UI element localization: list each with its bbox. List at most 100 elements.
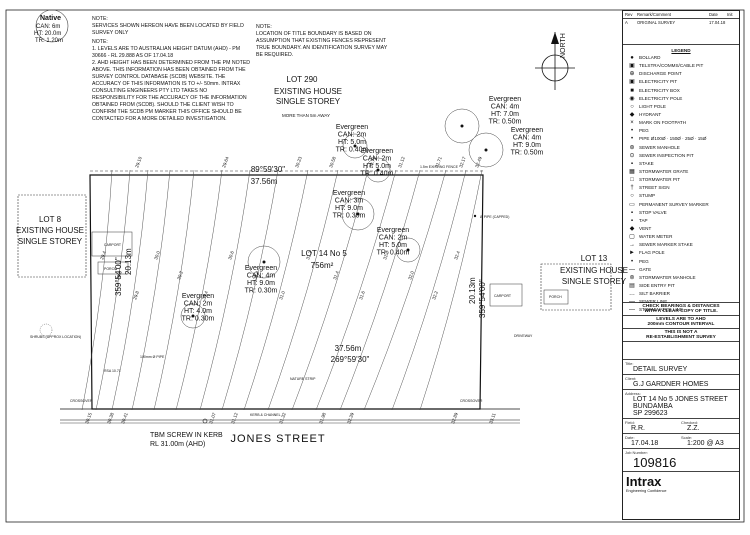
tree-label: TR: 0.40m — [361, 171, 394, 178]
native-tree-title: Native — [40, 15, 61, 22]
sheet-size: @ A3 — [706, 440, 724, 447]
staff-row: Field: R.R. Checked: Z.Z. — [623, 419, 739, 434]
kerb-label: KERB & CHANNEL — [250, 413, 281, 417]
tree-canopy — [395, 237, 421, 263]
telstra-pit-icon: ▣ — [629, 63, 635, 70]
lot13-carport: CARPORT — [494, 294, 512, 298]
legend-item: □STORMWATER PIT — [625, 176, 737, 184]
legend: LEGEND ●BOLLARD▣TELSTRA/COMMS/CABLE PIT⊕… — [623, 45, 739, 313]
hydrant-icon: ◆ — [629, 112, 635, 119]
legend-item: ◆ HYDRANT — [625, 111, 737, 119]
tree-label: Evergreen — [336, 124, 368, 131]
contour-lines: 29.429.629.830.030.230.430.630.831.031.2… — [81, 156, 497, 425]
company-logo: Intrax Engineering Confidence — [626, 474, 667, 493]
legend-label: GATE — [639, 266, 652, 272]
discharge-point-icon: ⊕ — [629, 71, 635, 78]
contour-line — [95, 169, 131, 411]
legend-item: ×MARK ON FOOTPATH — [625, 119, 737, 127]
left-distance: 20.13m — [124, 248, 133, 275]
capped-pipe-label: Ø PIPE (CAPPED) — [480, 215, 509, 219]
levels-note: NOTE: 1. LEVELS ARE TO AUSTRALIAN HEIGHT… — [92, 39, 251, 123]
sewer-marker-icon: → — [629, 242, 635, 249]
legend-label: HYDRANT — [639, 112, 662, 118]
driveway-label: DRIVEWAY — [514, 334, 533, 338]
spot-level: 32.17 — [458, 156, 467, 169]
legend-item: ⊕DISCHARGE POINT — [625, 70, 737, 78]
contour-line — [315, 169, 397, 411]
contour-line — [363, 169, 447, 411]
tree-trunk — [460, 124, 464, 128]
spot-level: 33.11 — [488, 412, 497, 424]
legend-item: ▪TAP — [625, 217, 737, 225]
stormwater-pit-icon: □ — [630, 177, 634, 184]
stop-valve-icon: ▪ — [630, 209, 634, 216]
lot8-storey: SINGLE STOREY — [18, 237, 83, 246]
legend-item: ■ELECTRICITY BOX — [625, 87, 737, 95]
north-arrow: NORTH — [535, 32, 575, 90]
tree-trunk — [376, 168, 380, 172]
contour-label: 30.2 — [176, 270, 184, 280]
electricity-pole-icon: ◉ — [629, 95, 635, 102]
tree-label: TR: 0.30m — [182, 316, 215, 323]
legend-title: LEGEND — [671, 48, 691, 53]
legend-label: STOP VALVE — [639, 209, 667, 215]
tree-label: HT: 5.0m — [338, 139, 366, 146]
subject-lot-label: LOT 14 No 5 — [301, 249, 347, 258]
tree-label: Evergreen — [511, 127, 543, 134]
crossover-left: CROSSOVER — [70, 399, 93, 403]
lot13-storey: SINGLE STOREY — [562, 277, 627, 286]
bollard-icon: ● — [630, 55, 634, 62]
legend-label: SEWER MANHOLE — [639, 144, 680, 150]
title-block: Rev Remark/Comment Date Init A ORIGINAL … — [622, 10, 740, 520]
tree-label: HT: 7.0m — [491, 111, 519, 118]
tap-icon: ▪ — [630, 217, 634, 224]
contour-label: 30.6 — [227, 250, 235, 260]
gate-icon: — — [629, 266, 635, 273]
light-pole-icon: ○ — [630, 103, 634, 110]
checked-initials: Z.Z. — [687, 425, 700, 432]
revision-header: Rev Remark/Comment Date Init — [623, 11, 739, 19]
legend-label: FLAG POLE — [639, 250, 665, 256]
survey-date: 17.04.18 — [631, 440, 659, 447]
tree-trunk — [191, 314, 195, 318]
title-field: Title: DETAIL SURVEY — [623, 360, 739, 375]
vent-icon: ◆ — [629, 226, 635, 233]
lot8-house: LOT 8 EXISTING HOUSE SINGLE STOREY CARPO… — [16, 194, 133, 278]
legend-label: SEWER INSPECTION PIT — [639, 152, 694, 158]
contour-label: 32.4 — [453, 250, 461, 260]
native-tree-canopy — [35, 9, 69, 43]
tree-label: Evergreen — [182, 293, 214, 300]
fence-label: 1.5m EXISTING FENCE — [420, 165, 459, 169]
native-tree: Native CAN: 6m HT: 20.0m TR: 1.20m — [34, 9, 69, 44]
legend-item: ▤SIDE ENTRY PIT — [625, 282, 737, 290]
legend-item: —SEWER LINE — [625, 298, 737, 306]
silt-barrier-icon: … — [629, 291, 635, 298]
sewer-manhole-icon: ⊛ — [629, 144, 635, 151]
lot290-storey: SINGLE STOREY — [276, 97, 341, 106]
pipe-label: 100mm Ø PIPE — [140, 355, 165, 359]
shrubs-label: SHRUBS (APPROX LOCATION) — [30, 335, 81, 339]
client-field: Client: G.J GARDNER HOMES — [623, 375, 739, 390]
contour-label: 31.4 — [332, 270, 340, 280]
tree-trunk — [484, 148, 488, 152]
tree-label: CAN: 4m — [491, 104, 520, 111]
spot-level: 31.07 — [208, 412, 217, 425]
scale-value: 1:200 — [687, 440, 705, 447]
tree-canopy — [365, 157, 391, 183]
levels-box: LEVELS ARE TO AHD 200mm CONTOUR INTERVAL — [623, 316, 739, 329]
contour-line — [243, 169, 309, 411]
legend-item: ◉ELECTRICITY POLE — [625, 95, 737, 103]
contour-label: 29.8 — [132, 290, 140, 300]
crossover-right: CROSSOVER — [460, 399, 483, 403]
tree-trunk — [356, 212, 360, 216]
lot290-label: LOT 290 — [287, 75, 319, 84]
tree-label: CAN: 2m — [338, 132, 367, 139]
legend-label: PEG — [639, 258, 649, 264]
tree-label: CAN: 2m — [363, 156, 392, 163]
sheet-border — [5, 9, 745, 523]
contour-line — [291, 169, 369, 411]
contour-line — [221, 169, 279, 411]
top-distance: 37.56m — [251, 177, 278, 186]
legend-label: SIDE ENTRY PIT — [639, 283, 675, 288]
